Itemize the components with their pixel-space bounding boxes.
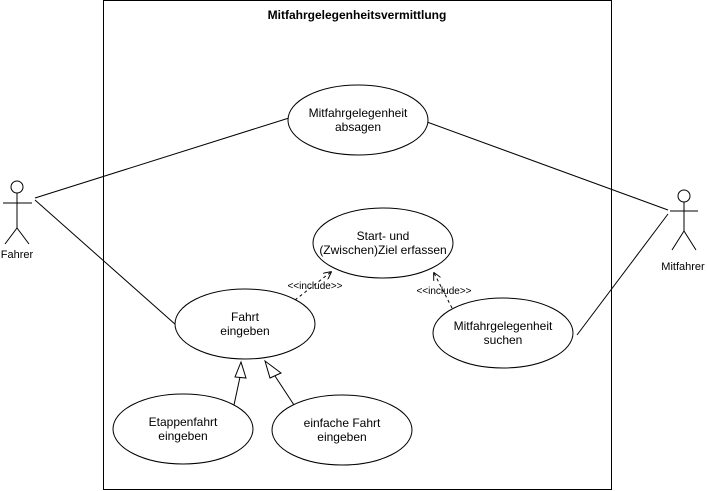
use-case-etappenfahrt-line2: eingeben <box>158 429 207 443</box>
association-absagen-mitfahrer <box>426 121 669 211</box>
use-case-absagen-line1: Mitfahrgelegenheit <box>309 106 408 120</box>
use-case-ziel-erfassen-line1: Start- und <box>357 229 410 243</box>
use-case-suchen-line1: Mitfahrgelegenheit <box>454 319 553 333</box>
include-label-right: <<include>> <box>416 286 471 297</box>
include-arrow-fahrt <box>294 272 331 301</box>
use-case-absagen-line2: absagen <box>335 120 381 134</box>
generalization-etappenfahrt <box>233 376 241 406</box>
actor-fahrer[interactable] <box>3 180 32 245</box>
system-boundary <box>103 0 612 490</box>
generalization-triangle-left <box>234 360 247 379</box>
actor-mitfahrer-leg-right <box>683 230 697 251</box>
generalization-triangle-right <box>264 359 282 379</box>
use-case-etappenfahrt[interactable]: Etappenfahrt eingeben <box>112 393 254 465</box>
actor-mitfahrer-head <box>677 189 691 203</box>
use-case-einfache-fahrt-line1: einfache Fahrt <box>304 416 381 430</box>
generalization-einfache-fahrt <box>274 375 295 406</box>
actor-fahrer-head <box>10 180 24 194</box>
actor-fahrer-leg-right <box>16 227 30 245</box>
association-suchen-mitfahrer <box>576 213 669 336</box>
actor-fahrer-leg-left <box>4 227 18 245</box>
association-fahrer-fahrt <box>34 199 177 326</box>
system-title: Mitfahrgelegenheitsvermittlung <box>268 8 447 22</box>
include-label-left: <<include>> <box>287 281 342 292</box>
use-case-einfache-fahrt[interactable]: einfache Fahrt eingeben <box>271 394 413 466</box>
use-case-fahrt-eingeben[interactable]: Fahrt eingeben <box>174 288 316 360</box>
include-arrow-suchen <box>434 273 453 309</box>
association-fahrer-absagen <box>34 117 290 199</box>
use-case-suchen[interactable]: Mitfahrgelegenheit suchen <box>432 297 574 369</box>
actor-mitfahrer[interactable] <box>670 189 698 251</box>
use-case-fahrt-eingeben-line1: Fahrt <box>231 310 260 324</box>
actor-fahrer-label: Fahrer <box>1 249 34 261</box>
use-case-absagen[interactable]: Mitfahrgelegenheit absagen <box>287 84 429 156</box>
use-case-fahrt-eingeben-line2: eingeben <box>220 324 269 338</box>
use-case-suchen-line2: suchen <box>484 333 523 347</box>
use-case-ziel-erfassen-line2: (Zwischen)Ziel erfassen <box>319 243 446 257</box>
actor-mitfahrer-leg-left <box>671 230 685 251</box>
use-case-etappenfahrt-line1: Etappenfahrt <box>149 415 218 429</box>
use-case-ziel-erfassen[interactable]: Start- und (Zwischen)Ziel erfassen <box>312 207 454 279</box>
use-case-einfache-fahrt-line2: eingeben <box>317 430 366 444</box>
actor-mitfahrer-label: Mitfahrer <box>661 261 705 273</box>
